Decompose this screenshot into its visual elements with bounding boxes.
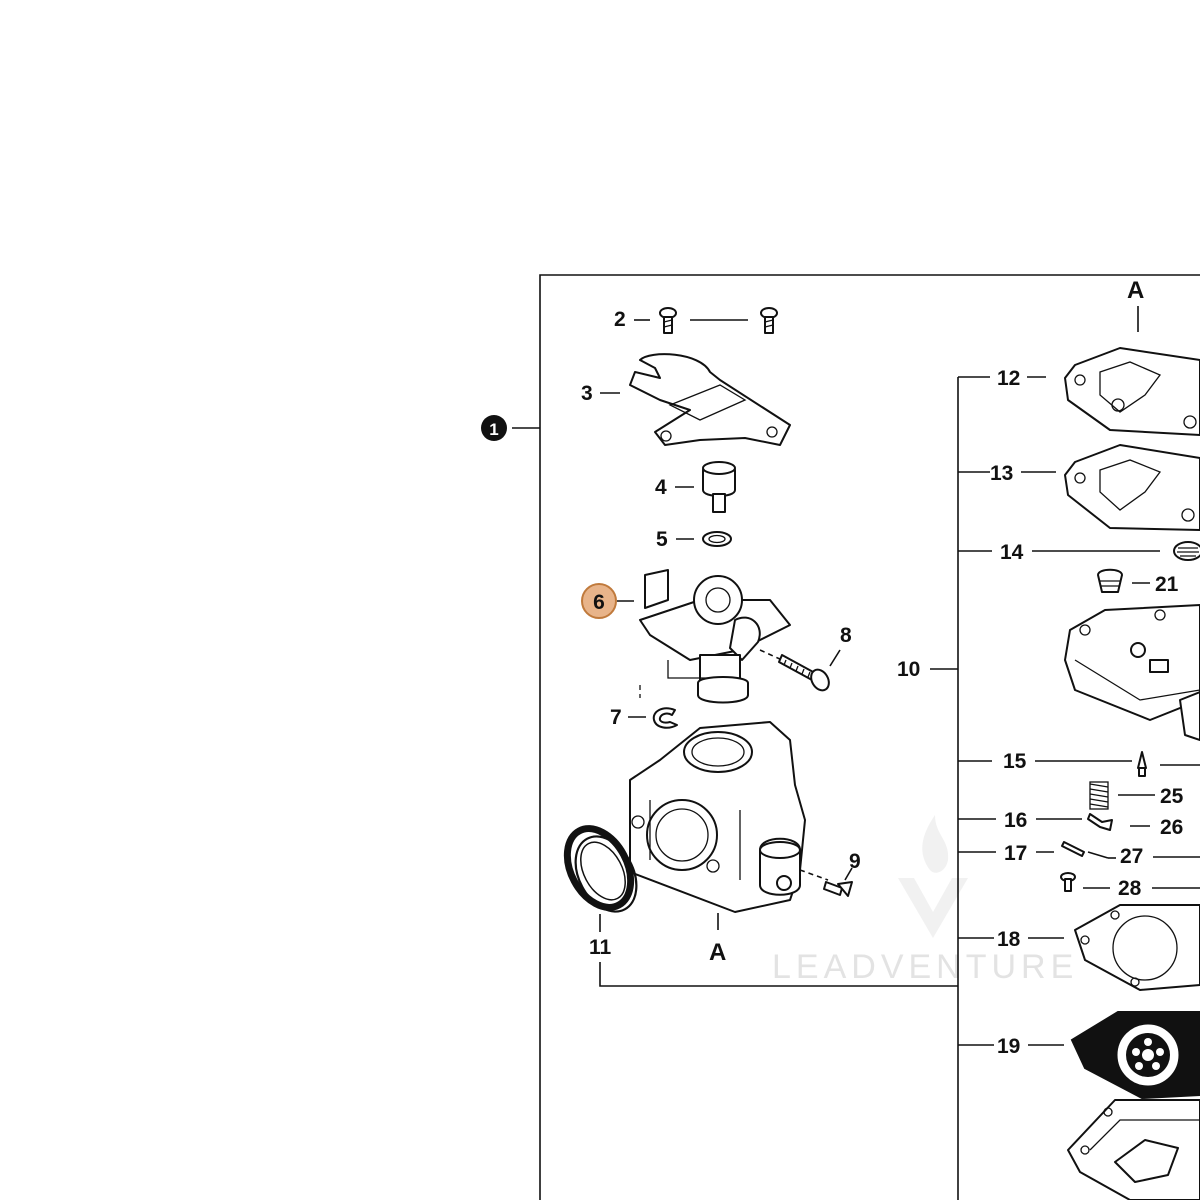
part-label-10: 10 (897, 658, 920, 681)
part-label-25: 25 (1160, 785, 1184, 808)
part-label-8: 8 (840, 624, 852, 647)
part-label-12: 12 (997, 367, 1020, 390)
watermark-text: LEADVENTURE (772, 948, 1078, 986)
metering-gasket-icon (1074, 904, 1200, 991)
part-label-6: 6 (593, 591, 605, 614)
part-label-17: 17 (1004, 842, 1027, 865)
part-label-9: 9 (849, 850, 861, 873)
part-label-15: 15 (1003, 750, 1027, 773)
pump-diaphragm-icon (1064, 444, 1200, 531)
needle-valve-icon (1137, 751, 1147, 777)
leader-27 (1087, 851, 1109, 859)
fuel-screen-icon (1173, 541, 1200, 561)
throttle-lever-assembly-icon (639, 569, 791, 704)
leader-8-dash (759, 649, 783, 661)
leader-8 (829, 649, 841, 667)
part-label-4: 4 (655, 476, 667, 499)
part-label-3: 3 (581, 382, 593, 405)
assembly-callout-badge (481, 415, 507, 441)
metering-diaphragm-icon (1070, 1011, 1200, 1100)
part-label-27: 27 (1120, 845, 1143, 868)
leader-9 (844, 867, 853, 881)
part-label-26: 26 (1160, 816, 1183, 839)
carburetor-body-icon (629, 721, 806, 913)
screw-icon (659, 307, 677, 334)
part-label-7: 7 (610, 706, 622, 729)
lever-pin-icon (1061, 841, 1085, 857)
ref-a-top-label: A (1127, 277, 1144, 304)
leader-9-dash (799, 869, 829, 881)
part-label-18: 18 (997, 928, 1021, 951)
intake-ring-icon (563, 825, 638, 913)
spring-icon (1089, 781, 1109, 810)
throttle-shaft-icon (702, 461, 736, 513)
check-valve-icon (1097, 568, 1123, 593)
metering-body-icon (1064, 604, 1200, 741)
metering-lever-icon (1087, 813, 1113, 831)
throttle-bracket-icon (629, 353, 791, 446)
washer-icon (702, 531, 732, 547)
part-label-19: 19 (997, 1035, 1020, 1058)
screw-icon-2 (760, 307, 778, 334)
part-label-5: 5 (656, 528, 668, 551)
part-label-2: 2 (614, 308, 626, 331)
watermark-logo (898, 815, 968, 938)
e-clip-icon (652, 707, 678, 729)
part-6-highlight-badge (581, 583, 617, 619)
pump-gasket-icon (1064, 347, 1200, 436)
part-label-21: 21 (1155, 573, 1179, 596)
part-label-28: 28 (1118, 877, 1142, 900)
small-screw-icon (1060, 872, 1076, 892)
part-label-11: 11 (589, 936, 612, 959)
assembly-callout-number: 1 (489, 420, 498, 439)
adjust-screw-icon (778, 654, 830, 692)
part-label-13: 13 (990, 462, 1013, 485)
part-label-14: 14 (1000, 541, 1024, 564)
idle-screw-icon (823, 881, 853, 897)
metering-cover-icon (1067, 1099, 1200, 1200)
leader-11 (599, 962, 958, 987)
assembly-frame (539, 274, 1200, 1200)
ref-a-bottom-label: A (709, 939, 726, 966)
part-label-16: 16 (1004, 809, 1027, 832)
